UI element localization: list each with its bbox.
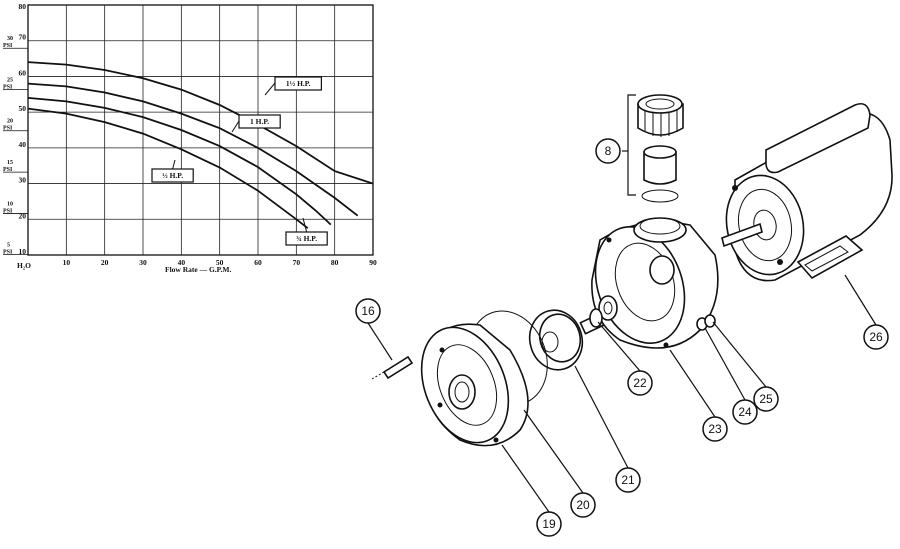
curve-label-leader	[264, 82, 276, 96]
y-axis-label: H₂O	[17, 261, 31, 270]
svg-text:16: 16	[361, 304, 375, 318]
x-tick-label: 30	[139, 258, 147, 267]
motor	[721, 102, 893, 282]
callout-24: 24	[732, 399, 758, 425]
strainer-assembly	[627, 94, 684, 203]
curve-2	[27, 82, 359, 217]
curve-label-leader	[302, 217, 308, 233]
curve-4	[27, 107, 309, 229]
x-tick-label: 10	[63, 258, 71, 267]
svg-text:23: 23	[708, 422, 722, 436]
y-tick-label: 80	[19, 2, 27, 11]
callout-25: 25	[753, 386, 779, 412]
x-axis-label: Flow Rate — G.P.M.	[165, 265, 232, 274]
svg-text:19: 19	[542, 517, 556, 531]
bolt	[371, 355, 414, 380]
svg-text:22: 22	[633, 376, 647, 390]
curve-label: 1½ H.P.	[286, 79, 311, 88]
pump-housing	[591, 217, 719, 349]
callout-16: 16	[355, 298, 381, 324]
x-tick-label: 90	[369, 258, 377, 267]
callout-22: 22	[627, 370, 653, 396]
part-callouts: 8 16 19 20 21 22 23 24	[355, 138, 889, 537]
x-tick-label: 40	[178, 258, 186, 267]
curve-label-leader	[231, 120, 240, 133]
svg-text:25: 25	[759, 392, 773, 406]
curve-labels: 1½ H.P. 1 H.P. ¾ H.P. ½ H.P.	[151, 76, 328, 246]
svg-text:26: 26	[869, 330, 883, 344]
y-tick-label: 40	[19, 140, 27, 149]
x-tick-label: 70	[293, 258, 301, 267]
curve-3	[27, 97, 332, 226]
x-tick-label: 80	[331, 258, 339, 267]
curve-label: ¾ H.P.	[296, 234, 317, 243]
svg-text:8: 8	[605, 144, 612, 158]
callout-8: 8	[595, 138, 621, 164]
x-tick-label: 20	[101, 258, 109, 267]
curve-label: ½ H.P.	[162, 171, 183, 180]
chart-frame	[27, 4, 374, 256]
svg-text:20: 20	[576, 498, 590, 512]
curve-label-leader	[172, 159, 176, 170]
chart-curves	[27, 61, 374, 229]
chart-ticks: 10 20 30 40 50 60 70 80 90 10 20 30 40 50 60 70 80	[19, 2, 378, 267]
y-tick-label: 10	[19, 247, 27, 256]
y-tick-label: 60	[19, 68, 27, 77]
shaft-seal	[579, 295, 716, 335]
impeller	[528, 309, 584, 371]
y-tick-label: 20	[19, 211, 27, 220]
front-housing	[420, 310, 548, 447]
callout-21: 21	[615, 467, 641, 493]
callout-26: 26	[863, 324, 889, 350]
callout-19: 19	[536, 511, 562, 537]
svg-text:24: 24	[738, 405, 752, 419]
chart-grid	[28, 5, 373, 255]
curve-label: 1 H.P.	[250, 117, 269, 126]
y-tick-label: 70	[19, 33, 27, 42]
curve-1	[27, 61, 374, 185]
svg-text:21: 21	[621, 473, 635, 487]
y-tick-label: 30	[19, 176, 27, 185]
x-tick-label: 60	[254, 258, 262, 267]
x-tick-label: 50	[216, 258, 224, 267]
callout-23: 23	[702, 416, 728, 442]
callout-20: 20	[570, 492, 596, 518]
y-tick-label: 50	[19, 104, 27, 113]
